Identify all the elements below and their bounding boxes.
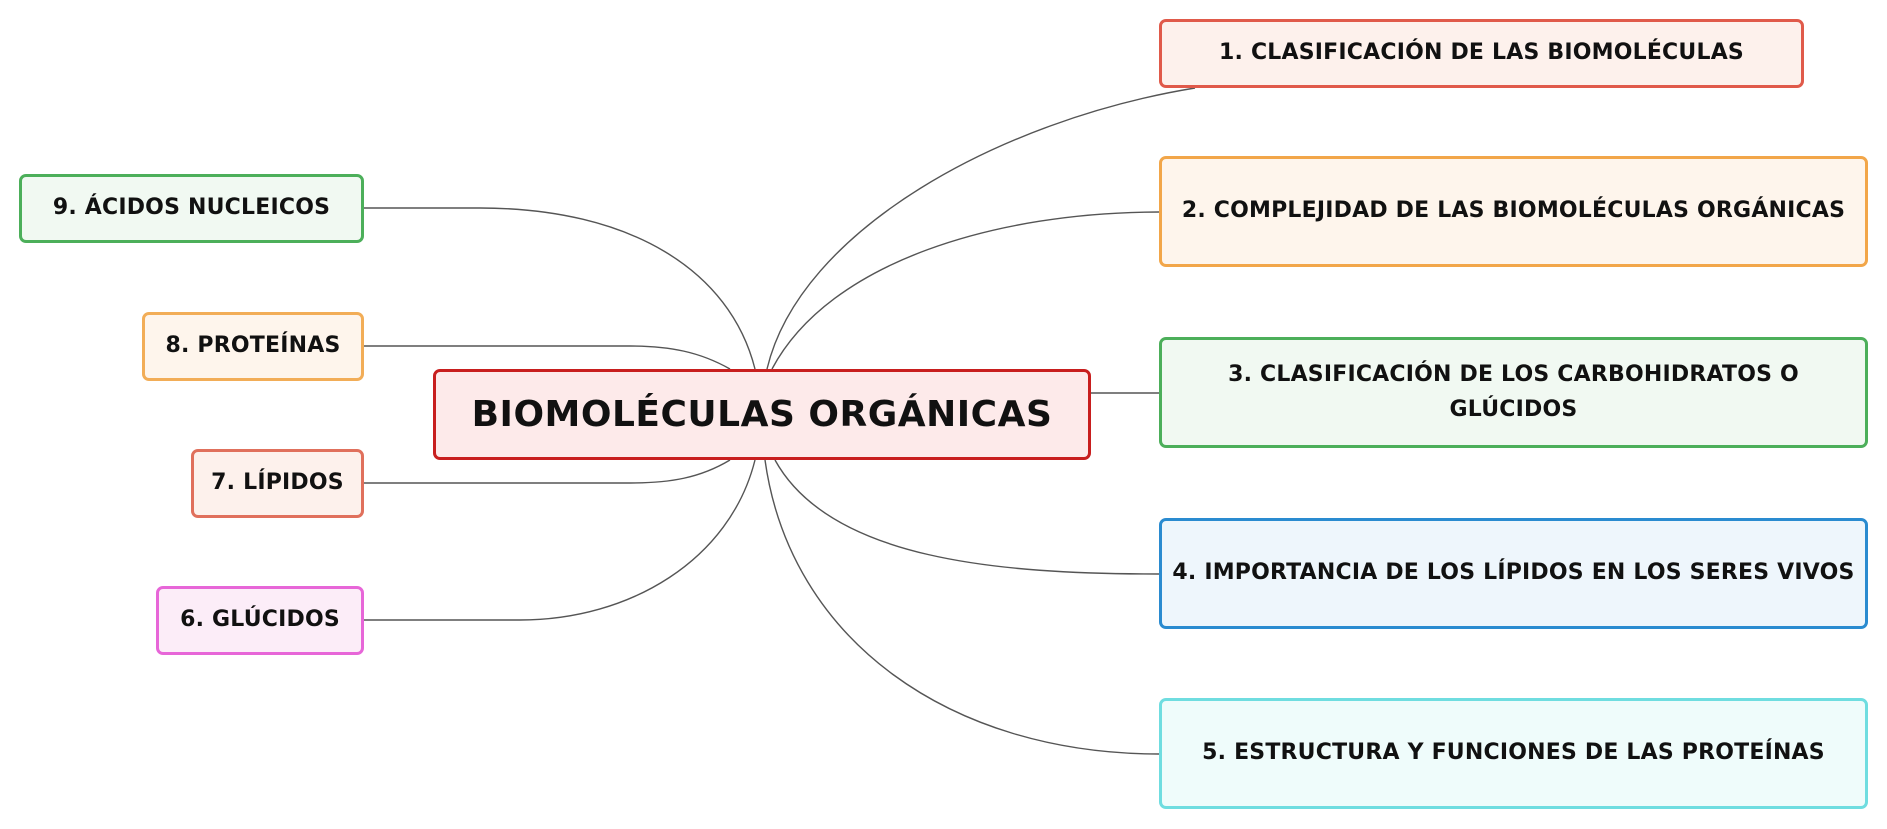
- connector-central-to-5: [764, 459, 1160, 755]
- topic-label: 5. ESTRUCTURA Y FUNCIONES DE LAS PROTEÍN…: [1202, 740, 1825, 766]
- topic-7-lipidos[interactable]: 7. LÍPIDOS: [191, 449, 364, 518]
- central-topic[interactable]: BIOMOLÉCULAS ORGÁNICAS: [433, 369, 1091, 460]
- topic-9-acidos-nucleicos[interactable]: 9. ÁCIDOS NUCLEICOS: [19, 174, 364, 243]
- topic-label: 7. LÍPIDOS: [211, 470, 344, 496]
- topic-label: 1. CLASIFICACIÓN DE LAS BIOMOLÉCULAS: [1219, 40, 1744, 66]
- topic-label: 2. COMPLEJIDAD DE LAS BIOMOLÉCULAS ORGÁN…: [1181, 198, 1846, 224]
- topic-2-complejidad-biomoleculas[interactable]: 2. COMPLEJIDAD DE LAS BIOMOLÉCULAS ORGÁN…: [1159, 156, 1868, 267]
- connector-central-to-7: [364, 459, 731, 484]
- topic-1-clasificacion-biomoleculas[interactable]: 1. CLASIFICACIÓN DE LAS BIOMOLÉCULAS: [1159, 19, 1804, 88]
- topic-label: 9. ÁCIDOS NUCLEICOS: [52, 195, 331, 221]
- topic-label: 6. GLÚCIDOS: [180, 607, 340, 633]
- topic-label: 4. IMPORTANCIA DE LOS LÍPIDOS EN LOS SER…: [1172, 560, 1855, 586]
- connector-central-to-4: [774, 459, 1160, 575]
- connector-central-to-1: [766, 87, 1196, 370]
- central-topic-label: BIOMOLÉCULAS ORGÁNICAS: [471, 393, 1053, 435]
- connector-central-to-8: [364, 345, 731, 370]
- connector-central-to-2: [771, 211, 1160, 370]
- topic-label: 3. CLASIFICACIÓN DE LOS CARBOHIDRATOS O …: [1228, 362, 1799, 422]
- topic-5-estructura-proteinas[interactable]: 5. ESTRUCTURA Y FUNCIONES DE LAS PROTEÍN…: [1159, 698, 1868, 809]
- topic-label: 8. PROTEÍNAS: [165, 333, 341, 359]
- connector-central-to-6: [364, 459, 756, 621]
- topic-4-importancia-lipidos[interactable]: 4. IMPORTANCIA DE LOS LÍPIDOS EN LOS SER…: [1159, 518, 1868, 629]
- topic-8-proteinas[interactable]: 8. PROTEÍNAS: [142, 312, 364, 381]
- connector-central-to-9: [364, 207, 756, 370]
- topic-6-glucidos[interactable]: 6. GLÚCIDOS: [156, 586, 364, 655]
- topic-3-clasificacion-carbohidratos[interactable]: 3. CLASIFICACIÓN DE LOS CARBOHIDRATOS O …: [1159, 337, 1868, 448]
